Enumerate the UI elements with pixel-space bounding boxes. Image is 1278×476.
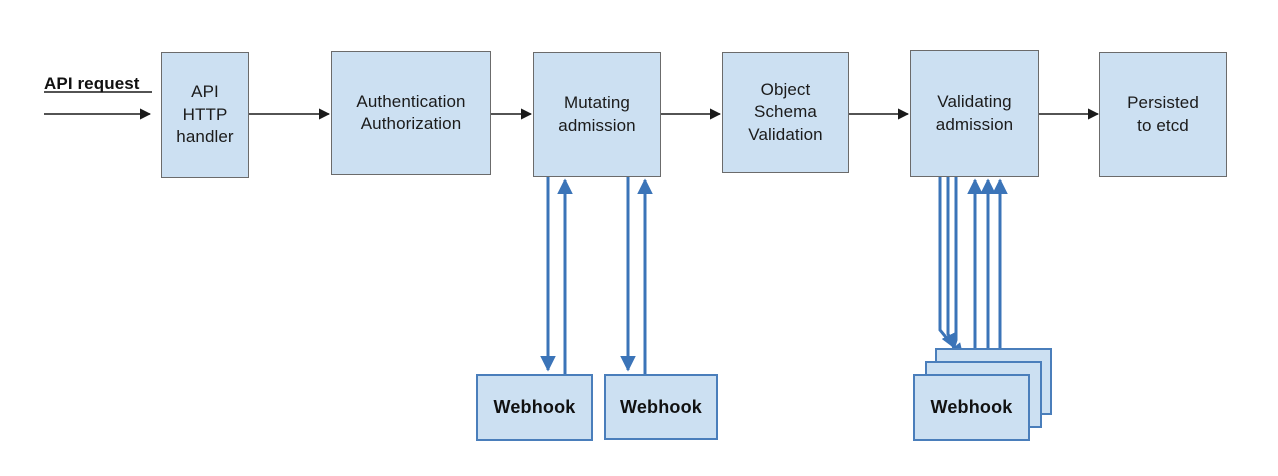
stage-line: admission [558, 115, 636, 135]
stage-line: Schema [754, 102, 817, 122]
webhook-box-validating-1[interactable]: Webhook [913, 374, 1030, 441]
stage-box-mutating-admission[interactable]: Mutating admission [533, 52, 661, 177]
stage-line: Authorization [360, 114, 462, 133]
webhook-box-mutating-2[interactable]: Webhook [604, 374, 718, 440]
stage-line: to etcd [1137, 115, 1189, 135]
stage-box-authentication-authorization[interactable]: Authentication Authorization [331, 51, 491, 175]
stage-box-object-schema-validation[interactable]: Object Schema Validation [722, 52, 849, 173]
stage-line: HTTP [182, 104, 228, 124]
api-request-label: API request [44, 74, 140, 93]
stage-box-validating-admission[interactable]: Validating admission [910, 50, 1039, 177]
stage-line: Validating [937, 92, 1012, 112]
webhook-box-mutating-1[interactable]: Webhook [476, 374, 593, 441]
stage-line: Object [760, 79, 811, 99]
stage-box-api-http-handler[interactable]: API HTTP handler [161, 52, 249, 178]
webhook-label: Webhook [930, 397, 1013, 417]
stage-line: API [191, 82, 219, 102]
stage-box-persisted-to-etcd[interactable]: Persisted to etcd [1099, 52, 1227, 177]
validating-webhook-2-call [941, 177, 957, 350]
stage-line: Validation [748, 124, 823, 144]
stage-line: admission [935, 114, 1014, 134]
validating-webhook-3-call [938, 177, 965, 360]
entry-arrow [44, 91, 152, 120]
stage-line: Persisted [1127, 93, 1199, 113]
stage-line: Mutating [563, 93, 630, 113]
webhook-label: Webhook [493, 397, 576, 417]
webhook-label: Webhook [619, 396, 703, 417]
stage-line: Authentication [356, 91, 466, 111]
validating-webhook-1-call [942, 177, 958, 374]
stage-line: handler [176, 127, 234, 147]
